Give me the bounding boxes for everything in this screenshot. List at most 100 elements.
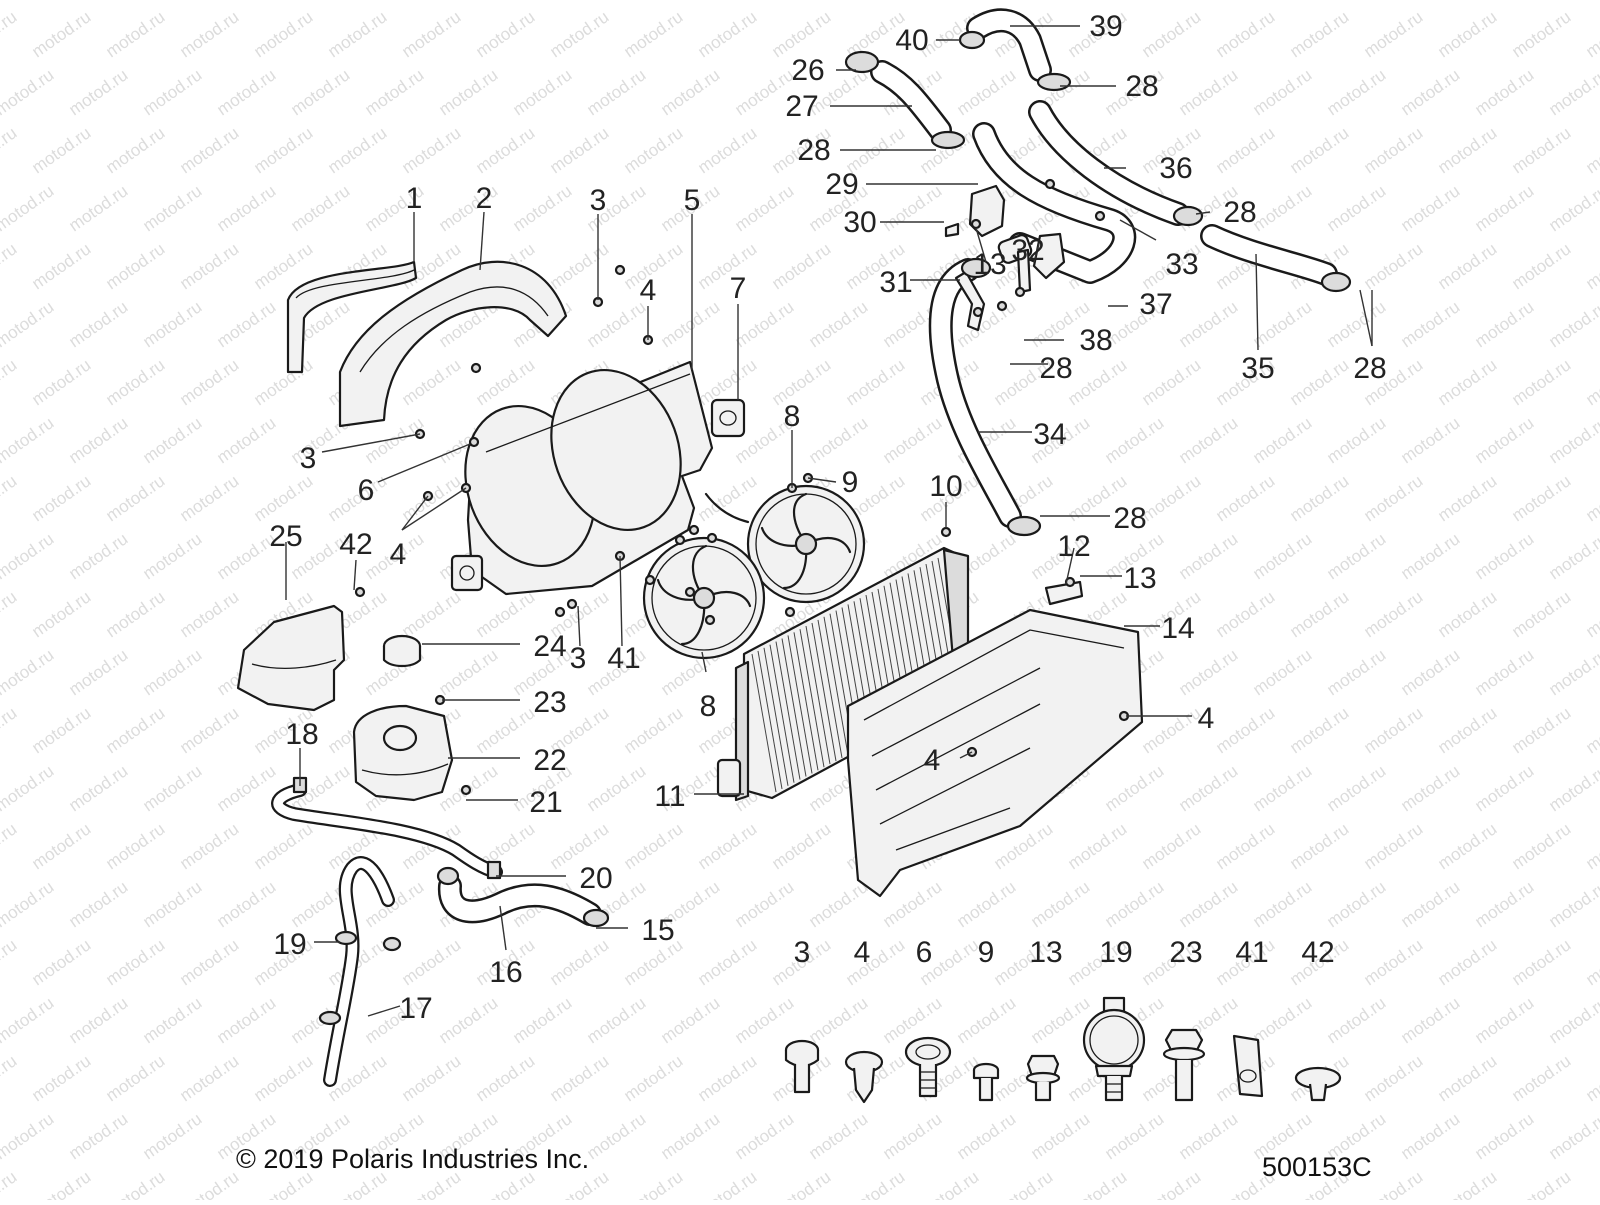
callout-29: 29	[825, 168, 858, 201]
watermark-text: motod.ru	[324, 7, 390, 61]
watermark-text: motod.ru	[1175, 297, 1241, 351]
watermark-text: motod.ru	[1101, 1109, 1167, 1163]
watermark-text: motod.ru	[213, 993, 279, 1047]
watermark-text: motod.ru	[731, 297, 797, 351]
callout-12: 12	[1057, 530, 1090, 563]
radiator-fin	[769, 644, 795, 783]
watermark-text: motod.ru	[398, 355, 464, 409]
callout-18: 18	[285, 718, 318, 751]
watermark-text: motod.ru	[0, 935, 20, 989]
watermark-text: motod.ru	[1101, 877, 1167, 931]
callout-36: 36	[1159, 152, 1192, 185]
callout-28c: 28	[1223, 196, 1256, 229]
radiator-fin	[793, 632, 819, 771]
callout-28a: 28	[1125, 70, 1158, 103]
watermark-text: motod.ru	[1360, 239, 1426, 293]
watermark-text: motod.ru	[287, 65, 353, 119]
callout-28b: 28	[797, 134, 830, 167]
watermark-text: motod.ru	[1323, 65, 1389, 119]
watermark-text: motod.ru	[546, 239, 612, 293]
watermark-text: motod.ru	[0, 1167, 20, 1200]
watermark-text: motod.ru	[1360, 123, 1426, 177]
watermark-text: motod.ru	[139, 0, 205, 3]
watermark-text: motod.ru	[213, 761, 279, 815]
watermark-text: motod.ru	[620, 1051, 686, 1105]
watermark-text: motod.ru	[102, 703, 168, 757]
watermark-text: motod.ru	[65, 761, 131, 815]
callout-31: 31	[879, 266, 912, 299]
watermark-text: motod.ru	[1249, 529, 1315, 583]
callout-15: 15	[641, 914, 674, 947]
watermark-text: motod.ru	[1582, 1167, 1600, 1200]
watermark-text: motod.ru	[398, 123, 464, 177]
watermark-text: motod.ru	[1397, 297, 1463, 351]
fastener	[1014, 286, 1026, 298]
watermark-text: motod.ru	[731, 877, 797, 931]
watermark-text: motod.ru	[361, 877, 427, 931]
watermark-text: motod.ru	[953, 0, 1019, 3]
watermark-text: motod.ru	[1434, 7, 1500, 61]
callout-19: 19	[273, 928, 306, 961]
watermark-text: motod.ru	[398, 935, 464, 989]
watermark-text: motod.ru	[1323, 877, 1389, 931]
watermark-text: motod.ru	[398, 587, 464, 641]
diagram-code: 500153C	[1262, 1152, 1372, 1182]
watermark-text: motod.ru	[28, 123, 94, 177]
watermark-text: motod.ru	[1323, 0, 1389, 3]
callout-7: 7	[730, 272, 747, 305]
watermark-text: motod.ru	[1286, 7, 1352, 61]
watermark-text: motod.ru	[509, 181, 575, 235]
watermark-text: motod.ru	[1323, 413, 1389, 467]
watermark-text: motod.ru	[213, 65, 279, 119]
watermark-text: motod.ru	[1545, 761, 1600, 815]
watermark-text: motod.ru	[1582, 7, 1600, 61]
callout-27: 27	[785, 90, 818, 123]
fastener	[354, 586, 366, 598]
watermark-text: motod.ru	[657, 297, 723, 351]
watermark-text: motod.ru	[1064, 1167, 1130, 1200]
legend-label-23: 23	[1169, 936, 1202, 969]
watermark-text: motod.ru	[435, 65, 501, 119]
watermark-text: motod.ru	[805, 0, 871, 3]
legend-label-3: 3	[794, 936, 811, 969]
watermark-text: motod.ru	[1397, 993, 1463, 1047]
watermark-text: motod.ru	[1434, 587, 1500, 641]
legend-label-4: 4	[854, 936, 871, 969]
watermark-text: motod.ru	[0, 65, 57, 119]
watermark-text: motod.ru	[620, 7, 686, 61]
callout-3c: 3	[570, 642, 587, 675]
watermark-text: motod.ru	[694, 1051, 760, 1105]
watermark-text: motod.ru	[176, 355, 242, 409]
watermark-text: motod.ru	[139, 297, 205, 351]
watermark-text: motod.ru	[102, 1051, 168, 1105]
watermark-text: motod.ru	[1582, 587, 1600, 641]
part-39-upper-hose	[966, 8, 1052, 82]
watermark-text: motod.ru	[102, 587, 168, 641]
legend-label-9: 9	[978, 936, 995, 969]
callout-8a: 8	[784, 400, 801, 433]
watermark-text: motod.ru	[1508, 1167, 1574, 1200]
radiator-fin	[763, 647, 789, 786]
watermark-text: motod.ru	[1582, 123, 1600, 177]
watermark-text: motod.ru	[1434, 819, 1500, 873]
watermark-text: motod.ru	[583, 993, 649, 1047]
watermark-text: motod.ru	[694, 819, 760, 873]
watermark-text: motod.ru	[472, 7, 538, 61]
watermark-text: motod.ru	[1471, 413, 1537, 467]
watermark-text: motod.ru	[102, 819, 168, 873]
callout-1: 1	[406, 182, 423, 215]
watermark-text: motod.ru	[1101, 0, 1167, 3]
watermark-text: motod.ru	[28, 935, 94, 989]
watermark-text: motod.ru	[139, 413, 205, 467]
watermark-text: motod.ru	[102, 123, 168, 177]
part-25-tank-cover	[236, 604, 346, 712]
callout-6: 6	[358, 474, 375, 507]
watermark-text: motod.ru	[546, 935, 612, 989]
watermark-text: motod.ru	[0, 471, 20, 525]
watermark-text: motod.ru	[694, 1167, 760, 1200]
small-fasteners	[354, 178, 1130, 796]
callout-35: 35	[1241, 352, 1274, 385]
watermark-text: motod.ru	[953, 993, 1019, 1047]
part-1-trim-strip	[286, 260, 418, 374]
callout-4c: 4	[1198, 702, 1215, 735]
